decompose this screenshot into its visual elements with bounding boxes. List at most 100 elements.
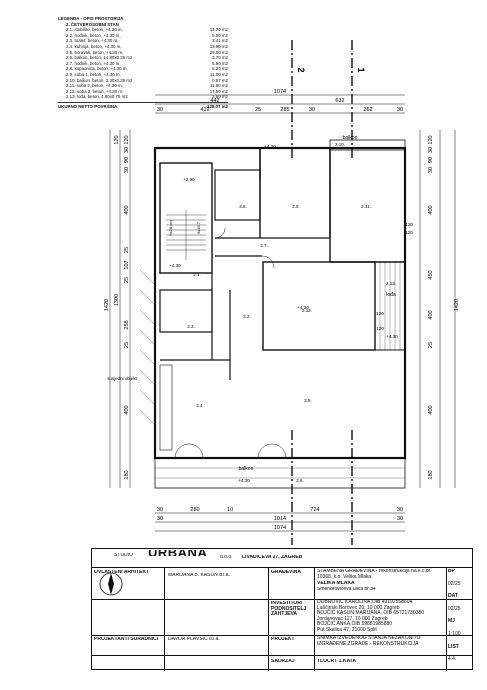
plan-text: 120 [114,135,120,144]
content-label: SADRŽAJ [271,659,295,664]
designer-value: DAVOR PLAVŠIĆ d.i.a. [168,637,220,642]
legend-row: 2.8. kupaonica, beton, +4.30 m,5.20 m2 [58,66,228,72]
legend-room-label: 2.10. balkon, beton, 3.30x0.25 m2 [66,77,133,83]
plan-text: 2.2. [243,314,251,319]
plan-text: 1420 [454,299,460,311]
plan-text: 268 [124,320,130,329]
sheet-info-item: BP [448,569,455,574]
legend-room-label: 2.13. lođa, beton, 4.80x0.75 m2 [66,94,128,100]
plan-text: +4.30 [297,305,309,310]
plan-text: balkon [343,135,358,141]
sheet-info-item: 1:100 [448,630,461,637]
plan-text: 2.13. [386,281,396,286]
legend-room-label: 2.11. soba 2, beton, +4.30 m, [66,83,123,89]
investor-line: Laščinski Borovec 20, 10 000 Zagreb [317,604,400,611]
plan-text: 30 [428,167,434,173]
author-label: OVLAŠTENI ARHITEKT [94,570,150,575]
room-labels: 2.1.2.2.2.3.2.4.2.5.2.6.2.7.2.8.2.9.2.10… [107,135,413,483]
investor-label: INVESTITOR/ PODNOSITELJ ZAHTJEVA [271,601,307,618]
investor-line: BOJČIĆ ANKA,OIB 59881985880 [317,621,393,628]
room-legend: LEGENDA - OPIS PROSTORIJA 2. ČETVEROSOBN… [58,16,228,110]
plan-text: 1 [356,67,366,72]
legend-room-area: 3.70 m2 [212,55,228,61]
legend-room-area: 17.50 m2 [209,88,228,94]
legend-total-value: 128.07 m2 [207,103,228,109]
sheet-info-item: LIST [448,643,459,650]
legend-row: 2.11. soba 2, beton, +4.30 m,11.80 m2 [58,83,228,89]
plan-text: 412 [200,107,209,113]
plan-text: 25 [428,342,434,348]
room-wall [262,261,376,351]
legend-room-area: 29.00 m2 [209,49,228,55]
studio-suffix: d.o.o. [220,555,233,560]
legend-total: UKUPNO NETTO POVRŠINA 128.07 m2 [58,101,228,110]
plan-text: 2 [296,67,306,72]
legend-room-label: 2.2. hodnik, beton, +4.30 m, [66,32,121,38]
legend-row: 2.5. boravak, beton, +4.30 m,29.00 m2 [58,50,228,56]
plan-text: 442 [210,98,219,104]
plan-text: 2.4. [196,403,204,408]
studio-name: URBANA [148,550,207,556]
plan-text: +4.30 [264,144,276,149]
content-value: TLOCRT 1.KATA [317,659,356,664]
legend-title: LEGENDA - OPIS PROSTORIJA [58,16,124,21]
plan-linework [109,40,456,545]
plan-text: 30 [157,107,163,113]
legend-row: 2.4. kuhinja, beton, +4.30 m,13.90 m2 [58,44,228,50]
plan-text: 10 [227,507,233,513]
sheet-info-item: 02/25 [448,605,461,612]
plan-text: 724 [310,507,319,513]
balcony-hatch [155,467,405,479]
building-city: VELIKA MLAKA [317,581,355,586]
plan-text: 30 [157,507,163,513]
legend-row: 2.7. hodnik, beton, +4.30 m,5.90 m2 [58,61,228,67]
legend-room-area: 0.87 m2 [212,77,228,83]
loggia-hatch [379,262,401,350]
plan-text: 25 [124,247,130,253]
designer-label: PROJEKTANTI SURADNICI [94,637,159,642]
plan-text: 400 [124,205,130,214]
plan-text: 1074 [274,525,286,531]
plan-text: 30 [124,147,130,153]
plan-text: 120 [376,326,384,331]
plan-text: 30 [309,107,315,113]
plan-text: +4.30 [386,334,398,339]
plan-text: 2.8. [239,204,247,209]
plan-text: 2.10. [335,142,345,147]
plan-text: 90 [428,157,434,163]
legend-row: 2.12. soba 3, beton, +4.30 m,17.50 m2 [58,89,228,95]
bottom-balcony [154,457,406,489]
plan-text: 400 [428,310,434,319]
sheet-info-item: 02/25 [448,580,461,587]
plan-text: 2.6. [296,478,304,483]
plan-text: 107 [124,260,130,269]
plan-text: 120 [405,222,413,227]
legend-room-label: 2.3. toalet, beton, +4.30 m, [66,38,119,44]
plan-text: +4.30 [238,478,250,483]
title-block: STUDIO URBANA d.o.o. LIVADIĆEVA 27, ZAGR… [91,548,473,671]
legend-room-area: 3.41 m2 [212,38,228,44]
plan-text: 1074 [274,89,286,95]
plan-text: 2.3. [187,324,195,329]
plan-text: 2.1. [193,272,201,277]
project-value: SNIMKA IZVEDENOG STANJA NEZAKONITO IZGRA… [317,636,421,647]
legend-room-label: 2.4. kuhinja, beton, +4.30 m, [66,43,122,49]
plan-text: 2.7. [260,243,268,248]
plan-text: 120 [124,135,130,144]
plan-text: +2.90 [183,177,195,182]
plan-text: 30 [397,107,403,113]
dimension-lines [109,94,456,532]
neighbour-hatch [139,269,156,426]
investor-line: Jordanovac 117, 10 000 Zagreb [317,615,388,622]
plan-text: 9x16.7 [196,221,201,234]
project-label: PROJEKT [271,637,295,642]
plan-text: susjedni objekt [107,376,138,381]
plan-text: 2.5. [304,398,312,403]
plan-text: 2.12. [302,308,312,313]
investor-line: DOBROVIĆ KAROLINA,OIB 49192558604 [317,600,413,605]
author-value: MARIJANA B. KASUN d.i.a. [168,573,230,578]
investor-line: BOJČIĆ KASUN MARIJANA, OIB 65721730380 [317,610,424,617]
